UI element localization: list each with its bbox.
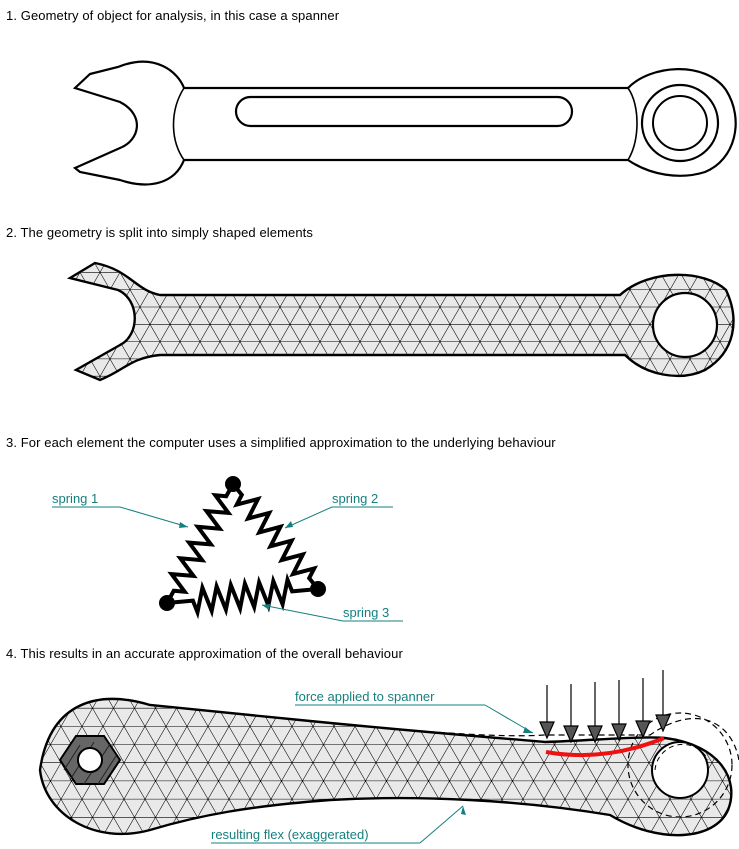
node-top (225, 476, 241, 492)
spring-3-label: spring 3 (343, 605, 389, 620)
open-jaw-line (174, 88, 185, 160)
spring-1-label: spring 1 (52, 491, 98, 506)
node-left (159, 595, 175, 611)
force-label: force applied to spanner (295, 689, 435, 704)
flex-label: resulting flex (exaggerated) (211, 827, 369, 842)
meshed-spanner (0, 255, 739, 385)
ring-inner (653, 96, 707, 150)
center-slot (236, 97, 572, 126)
spring-2-label: spring 2 (332, 491, 378, 506)
node-right (310, 581, 326, 597)
ring-neck-line (628, 88, 637, 160)
flexed-spanner: force applied to spanner resulting flex … (0, 670, 739, 848)
spanner-outline-drawing (75, 62, 736, 185)
spring-element: spring 1 spring 2 spring 3 (52, 476, 403, 621)
